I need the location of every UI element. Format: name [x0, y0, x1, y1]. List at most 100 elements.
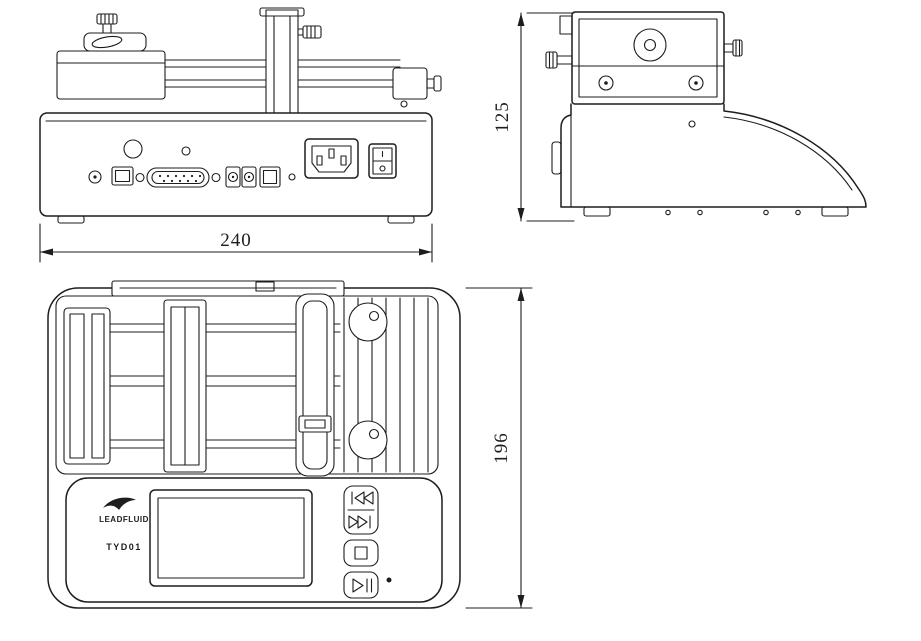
height-dimension-label: 125 — [492, 101, 513, 133]
deck-outline — [55, 295, 439, 475]
clamp-lever-slot — [91, 35, 123, 49]
side-head-inner — [578, 18, 718, 98]
mechanism-deck — [55, 293, 439, 477]
pause-bars — [366, 578, 373, 593]
ground-terminal-dot — [93, 175, 97, 179]
aux-port-2-outline — [241, 166, 257, 188]
stop-button-outline[interactable] — [343, 539, 379, 567]
rear-pump-mechanism — [56, 7, 442, 114]
height-arrow-top — [517, 13, 525, 26]
power-switch-off-mark — [379, 165, 386, 172]
width-extension-lines — [39, 223, 433, 263]
small-hole — [288, 173, 296, 181]
side-switch-tab — [551, 141, 562, 175]
depth-dimension-label: 196 — [491, 432, 512, 464]
db15-pins — [158, 174, 202, 183]
depth-arrow-top — [517, 288, 525, 301]
side-body-hole — [688, 120, 696, 128]
syringe-clamp-bar-inner — [302, 300, 328, 470]
usb-port-inner — [114, 169, 131, 183]
side-left-screw-stem — [556, 55, 573, 65]
height-extension-lines — [526, 12, 575, 222]
side-bottom-hole-1 — [665, 209, 671, 216]
ac-pin-center — [328, 148, 335, 159]
clamp-knob-stem — [102, 23, 112, 34]
side-base-body — [551, 103, 867, 217]
top-left-block-bar-2 — [91, 313, 105, 459]
comm-port-outline — [259, 166, 281, 188]
aux-port-1-pin — [231, 175, 235, 179]
support-column — [265, 9, 299, 114]
skip-forward-icon — [348, 515, 371, 529]
rear-end-block — [392, 67, 428, 100]
top-left-block-bar-1 — [69, 313, 85, 459]
side-view: 125 — [492, 11, 867, 222]
model-text: TYD01 — [106, 542, 142, 552]
top-plate-tab — [255, 281, 275, 292]
led-dot — [386, 577, 392, 583]
column-screw-stem — [297, 28, 304, 36]
support-column-lines — [273, 15, 291, 114]
syringe-clamp-bar — [295, 293, 335, 477]
side-head-hole-left-dot — [604, 81, 608, 85]
side-left-screw-knurl — [548, 51, 554, 69]
clamp-screw-block-inner — [304, 419, 326, 429]
jog-button-group[interactable] — [343, 485, 379, 535]
side-bottom-hole-2 — [697, 209, 703, 216]
power-button — [123, 139, 143, 159]
db15-screw-left — [135, 172, 145, 183]
aux-port-1 — [225, 166, 241, 188]
aux-port-2 — [241, 166, 257, 188]
column-screw-knurl — [306, 25, 316, 39]
top-guide-rods — [109, 323, 341, 449]
clamp-knob-knurl — [100, 13, 114, 25]
aux-port-2-jack — [243, 171, 255, 183]
rear-view: 240 — [39, 7, 442, 263]
aux-port-1-jack — [227, 171, 239, 183]
control-panel: LEADFLUID TYD01 — [65, 477, 443, 603]
ground-terminal — [88, 170, 102, 184]
rear-foot-left — [57, 215, 85, 224]
depth-dimension: 196 — [465, 287, 533, 609]
width-dimension: 240 — [39, 223, 433, 263]
start-button-outline[interactable] — [343, 571, 379, 599]
start-button[interactable] — [343, 571, 379, 599]
usb-port-outline — [111, 166, 134, 186]
side-head-big-circle — [633, 28, 667, 62]
skip-forward-tri-1 — [348, 515, 359, 529]
usb-port — [111, 166, 134, 186]
skip-back-tri-2 — [363, 491, 374, 505]
side-left-screw-knob — [545, 51, 558, 69]
power-switch-outline — [368, 143, 397, 179]
knob-bottom — [348, 420, 388, 460]
jog-button-outline[interactable] — [343, 485, 379, 535]
ac-inlet-outline — [304, 138, 359, 179]
ac-pin-left — [316, 155, 323, 166]
brand-text: LEADFLUID — [99, 515, 149, 524]
side-head-hole-left — [598, 75, 614, 91]
side-right-screw-knob — [732, 39, 743, 57]
side-foot-right — [821, 206, 849, 217]
width-dimension-label: 240 — [220, 230, 252, 251]
skip-back-icon — [351, 491, 374, 505]
side-body-inner-curve — [723, 116, 853, 191]
ac-inlet-shroud — [311, 145, 352, 173]
height-dimension: 125 — [492, 12, 575, 222]
aux-port-1-outline — [225, 166, 241, 188]
end-block-hole — [400, 100, 408, 108]
clamp-screw-block — [298, 415, 332, 433]
indicator-hole — [181, 146, 191, 156]
top-view: LEADFLUID TYD01 — [47, 280, 533, 609]
side-head-outline — [571, 11, 725, 105]
leadfluid-logo-icon — [103, 497, 136, 510]
stop-button[interactable] — [343, 539, 379, 567]
knob-bottom-hole — [368, 428, 380, 440]
height-arrow-bottom — [517, 208, 525, 221]
syringe-holder-grooves — [343, 297, 429, 473]
db15-connector — [135, 167, 221, 188]
side-head-hole-right-dot — [694, 81, 698, 85]
side-right-screw-knurl — [735, 39, 741, 57]
db15-inner — [151, 170, 205, 185]
